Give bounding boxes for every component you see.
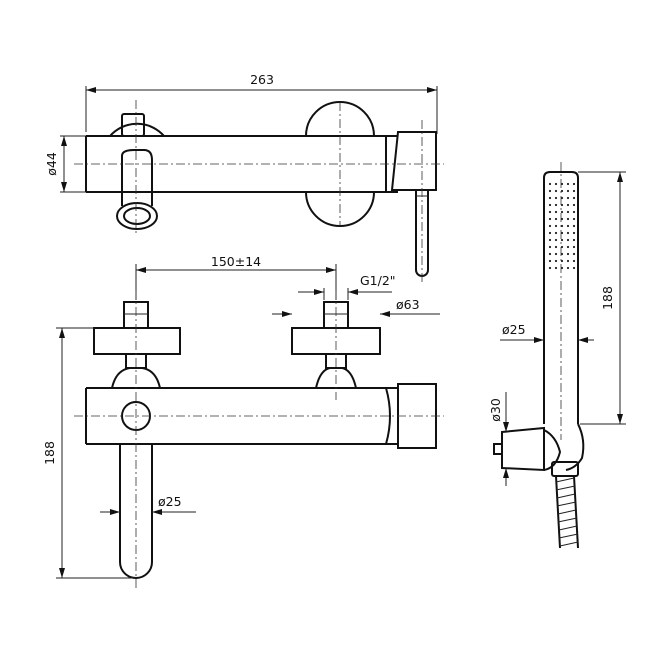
handshower-diameter-label: ø25 (502, 322, 526, 337)
spout-height-label: 188 (42, 441, 57, 465)
body-diameter-label: ø44 (44, 152, 59, 176)
spray-nozzles (548, 182, 576, 270)
shower-hose (555, 475, 579, 549)
hand-shower-view: 188 ø25 ø30 (488, 162, 626, 549)
inlet-spacing-label: 150±14 (211, 254, 261, 269)
holder-diameter-label: ø30 (488, 398, 503, 422)
front-view: 150±14 G1/2" ø63 (42, 254, 444, 588)
thread-label: G1/2" (360, 273, 396, 288)
handshower-length-label: 188 (600, 286, 615, 310)
spout-diameter-label: ø25 (158, 494, 182, 509)
overall-width-label: 263 (250, 72, 274, 87)
top-view: 263 ø44 (44, 72, 444, 282)
flange-diameter-label: ø63 (396, 297, 420, 312)
